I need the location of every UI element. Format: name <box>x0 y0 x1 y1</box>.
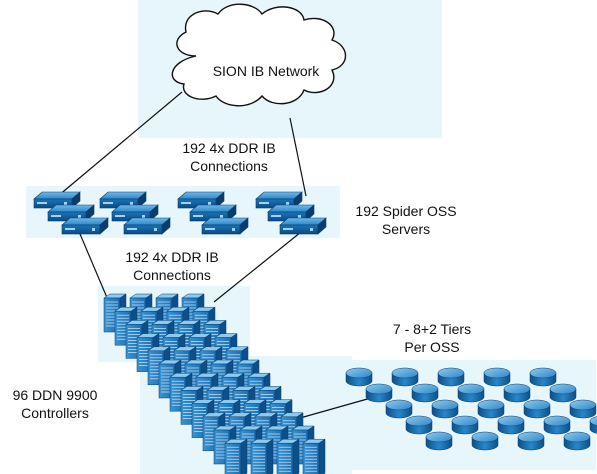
disk-drive-icon <box>569 399 597 419</box>
server-icon <box>201 217 249 235</box>
upper-link-label-line2: Connections <box>190 158 268 174</box>
server-icon <box>61 217 109 235</box>
disk-drive-icon <box>405 415 433 435</box>
storage-controller-icon <box>276 438 300 474</box>
disk-drive-icon <box>503 383 531 403</box>
tiers-label-line2: Per OSS <box>404 339 459 355</box>
lower-link-label-line1: 192 4x DDR IB <box>125 249 218 265</box>
disk-drive-icon <box>497 415 525 435</box>
disk-drive-icon <box>517 431 545 451</box>
ddn-label-line2: Controllers <box>21 405 89 421</box>
disk-drive-icon <box>563 431 591 451</box>
disk-drive-icon <box>483 367 511 387</box>
disk-drive-icon <box>529 367 557 387</box>
disk-drive-icon <box>457 383 485 403</box>
disk-panel <box>340 360 596 470</box>
disk-drive-icon <box>549 383 577 403</box>
storage-controller-icon <box>224 438 248 474</box>
lower-ib-connections <box>79 227 307 303</box>
disk-drive-icon <box>523 399 551 419</box>
disk-drive-icon <box>589 415 597 435</box>
server-icon <box>123 217 171 235</box>
disk-drive-icon <box>385 399 413 419</box>
server-icon <box>279 217 327 235</box>
disk-drive-icon <box>365 383 393 403</box>
disk-drive-icon <box>411 383 439 403</box>
cloud-icon <box>171 3 347 107</box>
ddn-label-line1: 96 DDN 9900 <box>13 387 98 403</box>
disk-drive-icon <box>431 399 459 419</box>
upper-ib-connections <box>57 91 307 197</box>
storage-controller-icon <box>250 438 274 474</box>
disk-drive-icon <box>477 399 505 419</box>
tiers-label-line1: 7 - 8+2 Tiers <box>393 321 471 337</box>
oss-label-line2: Servers <box>382 221 430 237</box>
controller-to-disk-link <box>299 395 379 419</box>
disk-drive-icon <box>437 367 465 387</box>
oss-label-line1: 192 Spider OSS <box>355 203 456 219</box>
disk-drive-icon <box>451 415 479 435</box>
storage-controller-icon <box>302 438 326 474</box>
cloud-label: SION IB Network <box>213 63 321 79</box>
disk-drive-icon <box>543 415 571 435</box>
disk-drive-icon <box>391 367 419 387</box>
upper-link-label-line1: 192 4x DDR IB <box>182 140 275 156</box>
disk-drive-icon <box>425 431 453 451</box>
disk-drive-icon <box>345 367 373 387</box>
disk-drive-icon <box>471 431 499 451</box>
lower-link-label-line2: Connections <box>133 267 211 283</box>
